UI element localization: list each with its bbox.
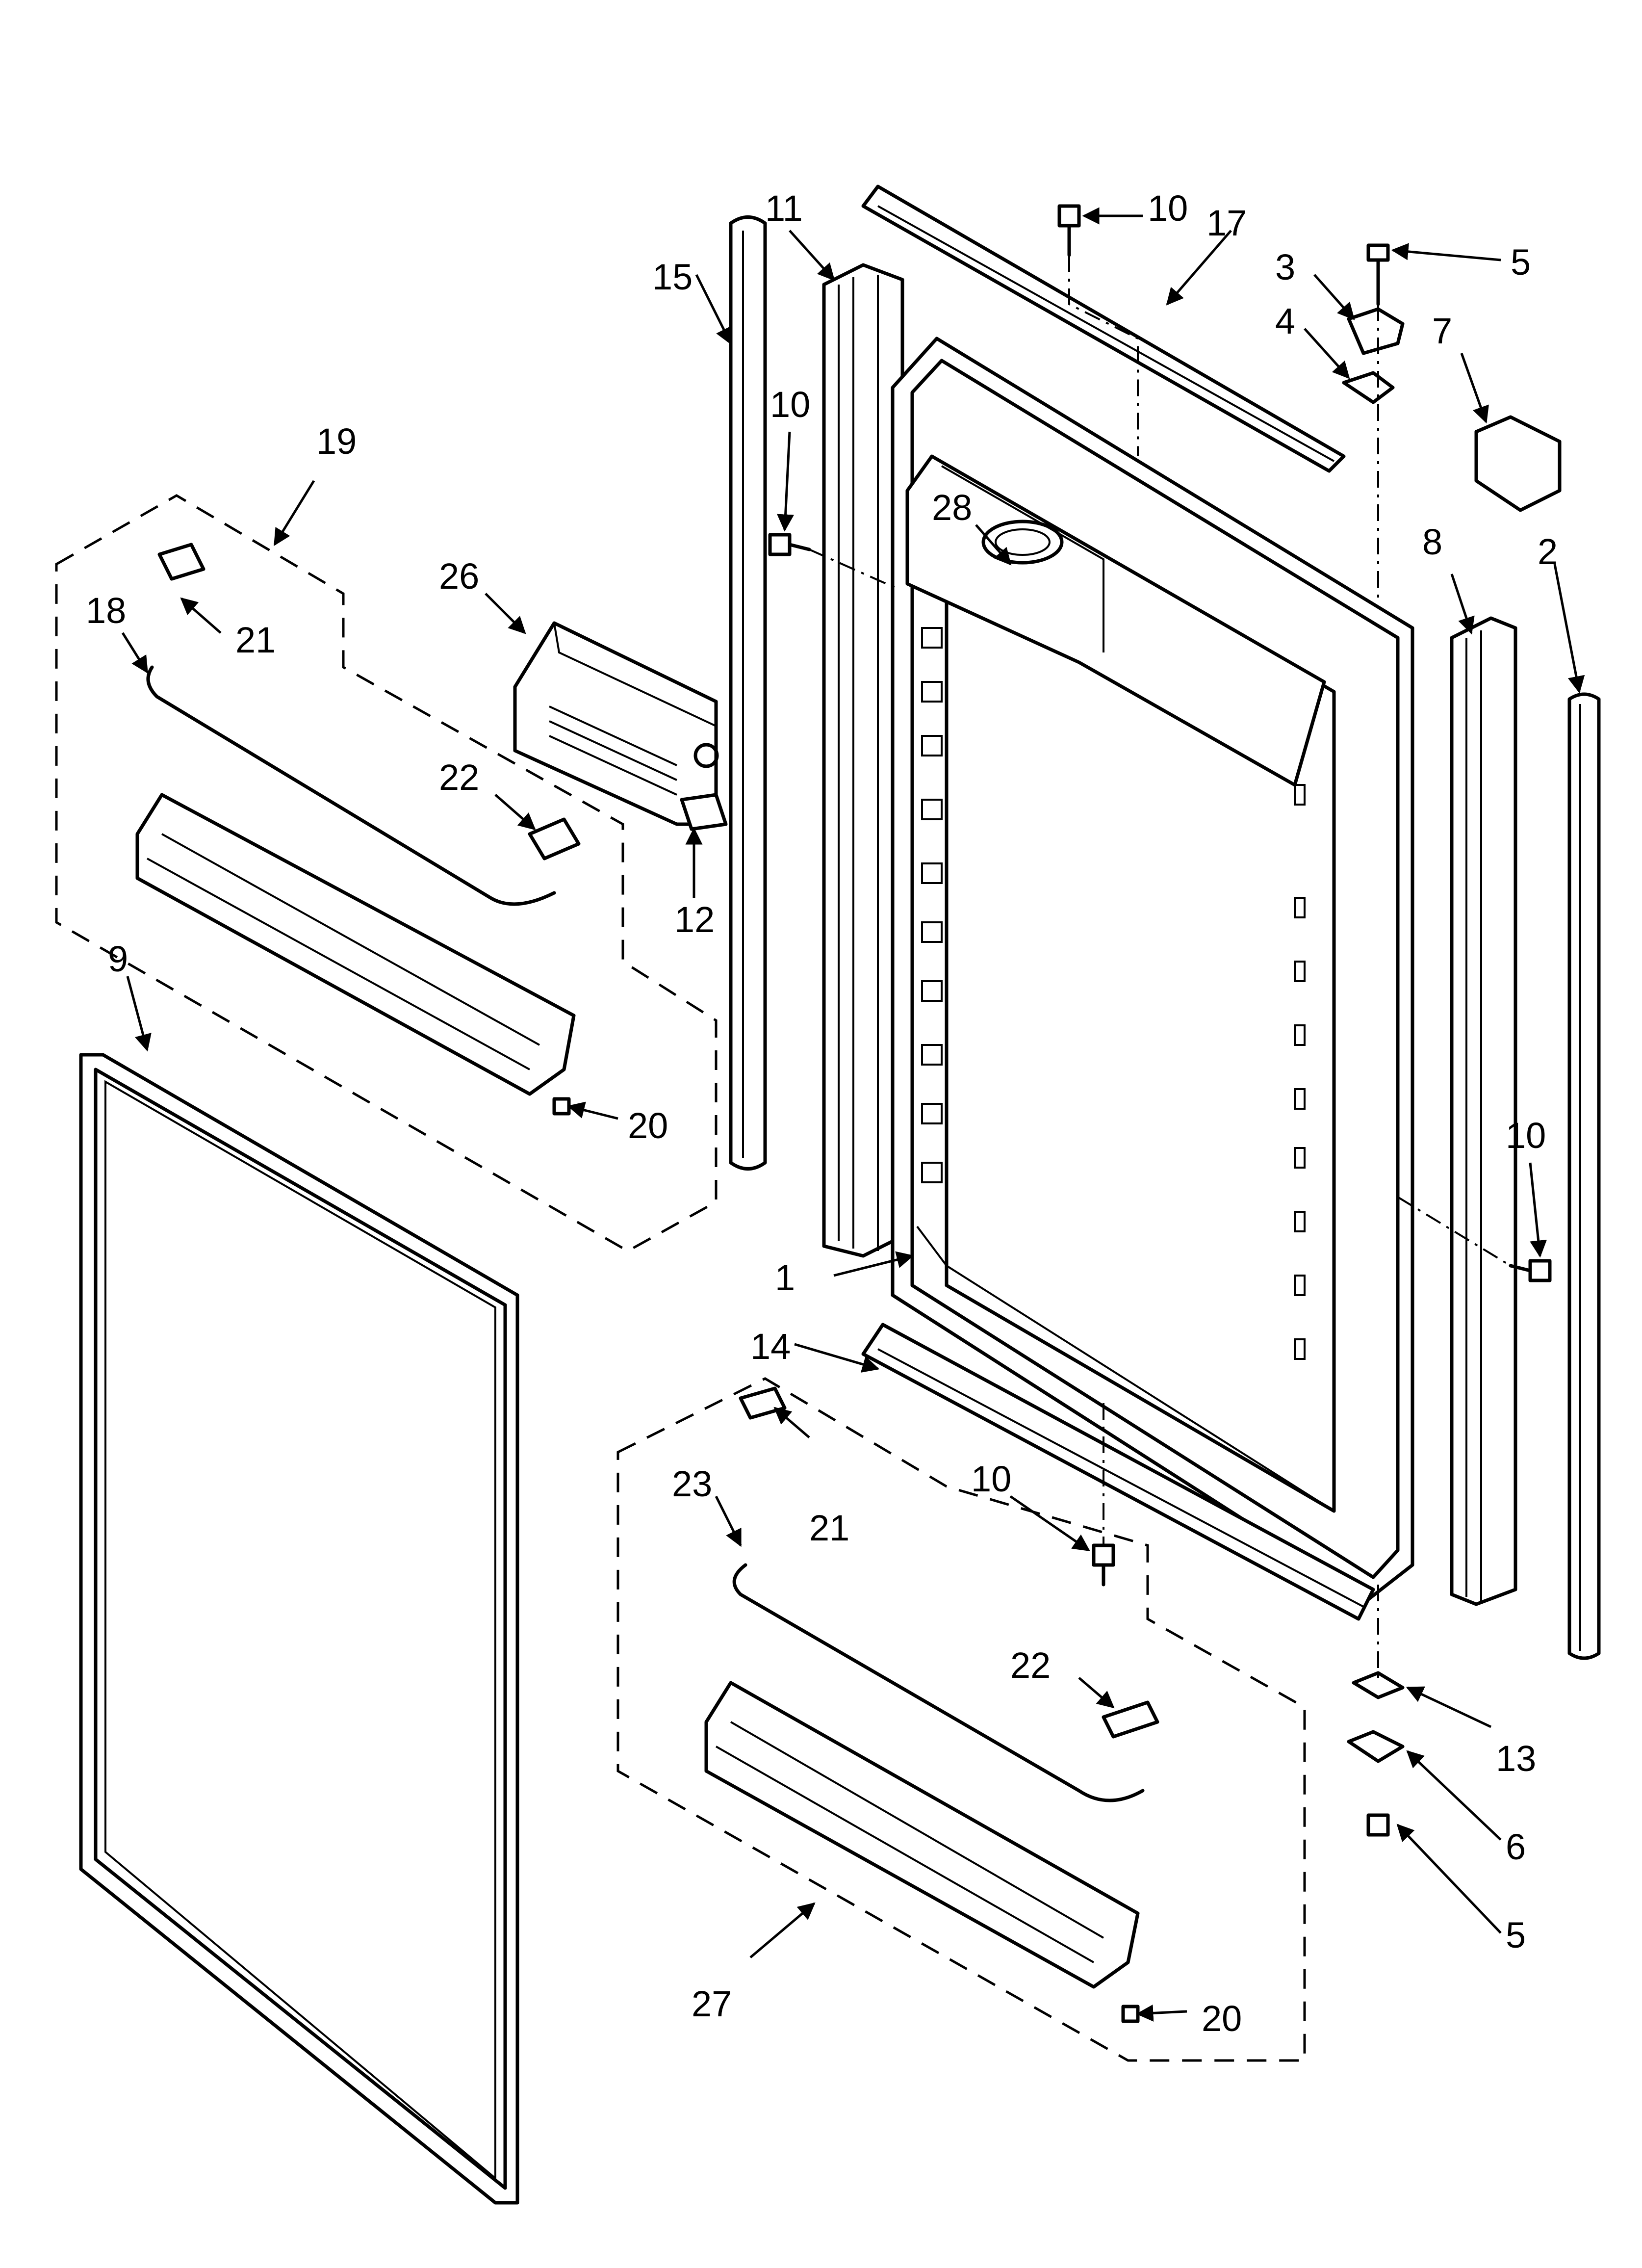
vertical-channel-left <box>822 263 904 1258</box>
callout-5-top: 5 <box>1511 242 1531 283</box>
leader-arrows <box>121 207 1585 2022</box>
callout-20-upper: 20 <box>628 1105 668 1146</box>
assembly-27-boundary <box>616 1377 1306 2062</box>
screw-10-bottom <box>1092 1543 1115 1587</box>
callout-4: 4 <box>1275 301 1295 341</box>
door-bin-upper <box>135 793 576 1096</box>
hinge-screw-5-top <box>1366 243 1390 306</box>
end-cap-21-upper <box>157 543 205 581</box>
dairy-door <box>513 621 719 826</box>
callout-10-top: 10 <box>1148 188 1188 229</box>
callout-9: 9 <box>108 938 128 979</box>
vertical-channel-right <box>1450 616 1517 1606</box>
liner-ribs-right <box>1294 784 1306 1360</box>
callout-10-right: 10 <box>1506 1115 1546 1156</box>
callout-6: 6 <box>1506 1826 1526 1867</box>
callout-7: 7 <box>1432 311 1452 351</box>
door-gasket <box>79 1053 519 2205</box>
callout-22-upper: 22 <box>439 757 479 798</box>
callout-23: 23 <box>672 1463 712 1504</box>
callout-11: 11 <box>765 188 803 229</box>
callout-22-lower: 22 <box>1010 1645 1051 1686</box>
callout-28: 28 <box>932 487 972 528</box>
top-trim-channel <box>861 184 1346 473</box>
screw-10-right <box>1509 1259 1552 1282</box>
callout-21-lower: 21 <box>809 1508 849 1548</box>
screw-10-top <box>1057 204 1081 257</box>
callout-20-lower: 20 <box>1202 1998 1242 2039</box>
door-liner <box>891 337 1414 1601</box>
callout-21-upper: 21 <box>235 620 276 660</box>
gasket-strip-right <box>1567 692 1601 1660</box>
callout-15: 15 <box>652 257 693 297</box>
gasket-strip-left <box>729 215 767 1171</box>
callout-14: 14 <box>750 1326 791 1367</box>
retainer-bar-23 <box>732 1563 1145 1802</box>
callout-18: 18 <box>86 590 126 631</box>
callout-labels: 1 2 3 4 5 5 6 7 8 9 10 10 10 10 11 12 13… <box>86 188 1558 2039</box>
callout-10-bottom: 10 <box>971 1459 1011 1499</box>
liner-ribs-left <box>921 627 943 1183</box>
assembly-19-boundary <box>55 494 718 1252</box>
hinge-cover-7 <box>1474 415 1562 512</box>
hinge-bracket-6 <box>1347 1730 1405 1763</box>
callout-13: 13 <box>1496 1738 1536 1779</box>
callout-3: 3 <box>1275 247 1295 287</box>
callout-2: 2 <box>1538 531 1558 572</box>
hinge-washer-4 <box>1342 371 1395 404</box>
end-cap-22-lower <box>1102 1700 1159 1739</box>
dairy-hinge-pin <box>680 793 728 831</box>
hinge-screw-5-bottom <box>1366 1813 1390 1837</box>
callout-12: 12 <box>674 899 715 940</box>
callout-1: 1 <box>775 1257 795 1298</box>
hinge-bracket-3 <box>1347 307 1405 355</box>
screw-20-lower <box>1121 2005 1140 2023</box>
callout-26: 26 <box>439 556 479 597</box>
end-cap-22-upper <box>528 817 581 860</box>
callout-17: 17 <box>1206 203 1247 243</box>
hinge-plate-13 <box>1352 1671 1405 1699</box>
callout-10-left: 10 <box>770 384 810 425</box>
door-bin-lower <box>704 1681 1140 1989</box>
screw-10-left <box>768 533 811 556</box>
screw-20-upper <box>552 1097 571 1116</box>
retainer-bar-18 <box>146 665 556 906</box>
callout-5-bottom: 5 <box>1506 1915 1526 1955</box>
bottom-trim-channel <box>861 1323 1375 1621</box>
callout-27: 27 <box>692 1983 732 2024</box>
callout-8: 8 <box>1422 521 1442 562</box>
end-cap-21-lower <box>739 1386 787 1420</box>
assembly-centerlines <box>809 255 1512 1683</box>
callout-19: 19 <box>316 421 357 462</box>
